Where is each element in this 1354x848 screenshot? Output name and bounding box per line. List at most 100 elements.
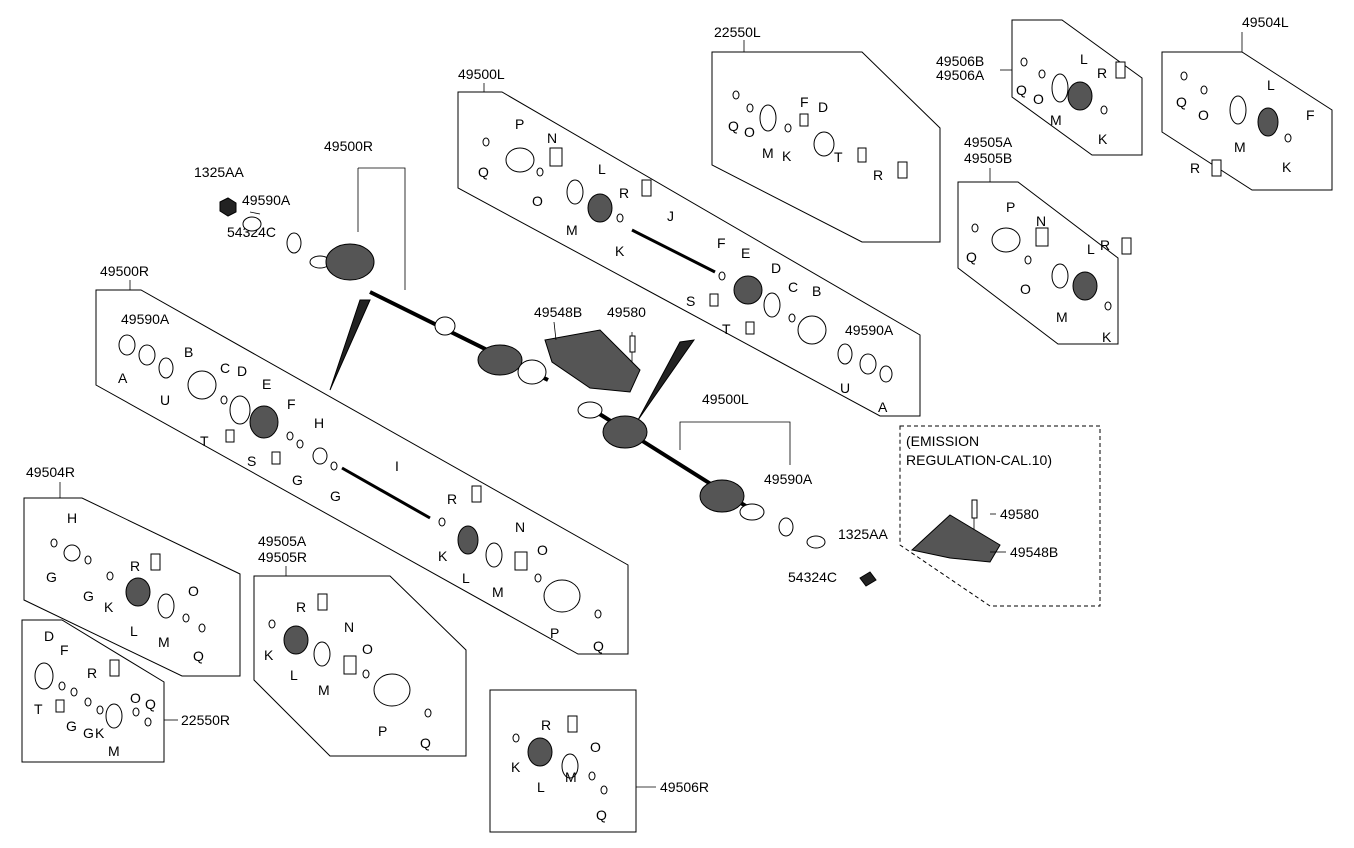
letter-label: C — [220, 360, 230, 376]
letter-label: L — [1080, 51, 1088, 67]
letter-label: R — [447, 491, 457, 507]
letter-label: T — [200, 433, 209, 449]
letter-label: J — [667, 208, 674, 224]
heat-shield-49548B-emission — [910, 514, 1001, 563]
letter-label: M — [318, 682, 330, 698]
letter-label: U — [160, 392, 170, 408]
letter-label: D — [44, 628, 54, 644]
callout-54324C-mid: 54324C — [788, 569, 837, 585]
letter-label: R — [873, 167, 883, 183]
letter-label: R — [619, 185, 629, 201]
box-emission-regulation — [899, 425, 1101, 607]
letter-label: L — [598, 161, 606, 177]
callout-49580-mid: 49580 — [607, 304, 646, 320]
callout-49580-emission: 49580 — [1000, 506, 1039, 522]
letter-label: R — [87, 665, 97, 681]
callout-49500R-box: 49500R — [100, 263, 149, 279]
letter-label: F — [1306, 107, 1315, 123]
callout-49505A-left: 49505A — [258, 533, 307, 549]
letter-label: R — [296, 599, 306, 615]
letter-label: D — [771, 260, 781, 276]
letter-label: E — [262, 376, 271, 392]
letter-label: T — [34, 701, 43, 717]
letter-label: F — [287, 396, 296, 412]
letter-label: T — [834, 149, 843, 165]
callout-49500L-top: 49500L — [458, 66, 505, 82]
callout-22550L: 22550L — [714, 24, 761, 40]
letter-label: R — [1190, 160, 1200, 176]
callout-1325AA-mid: 1325AA — [838, 526, 888, 542]
letter-label: M — [1050, 112, 1062, 128]
letter-label: Q — [478, 164, 489, 180]
letter-label: Q — [593, 638, 604, 654]
letter-label: O — [1020, 281, 1031, 297]
letter-label: Q — [596, 807, 607, 823]
letter-label: N — [515, 519, 525, 535]
callout-leaders — [59, 32, 1243, 788]
letter-label: K — [615, 243, 625, 259]
letter-label: M — [566, 222, 578, 238]
letter-label: H — [314, 415, 324, 431]
letter-label: K — [438, 548, 448, 564]
letter-label: P — [515, 116, 524, 132]
letter-label: R — [1100, 237, 1110, 253]
letter-label: M — [1234, 139, 1246, 155]
letter-label: G — [83, 588, 94, 604]
small-parts — [34, 57, 1292, 795]
letter-label: F — [60, 642, 69, 658]
letter-label: B — [812, 283, 821, 299]
callout-49548B-mid: 49548B — [534, 304, 582, 320]
letter-label: I — [395, 458, 399, 474]
callout-49500R-top: 49500R — [324, 138, 373, 154]
letter-label: D — [237, 363, 247, 379]
letter-label: T — [722, 321, 731, 337]
letter-label: K — [1102, 329, 1112, 345]
callout-54324C-top: 54324C — [227, 224, 276, 240]
letter-label: O — [362, 641, 373, 657]
letter-label: K — [1098, 131, 1108, 147]
letter-label: G — [83, 725, 94, 741]
callout-49505R: 49505R — [258, 549, 307, 565]
letter-label: P — [1006, 199, 1015, 215]
letter-label: N — [344, 619, 354, 635]
callout-49506B: 49506B — [936, 53, 984, 69]
letter-label: O — [590, 739, 601, 755]
letter-label: F — [717, 235, 726, 251]
callout-49548B-emission: 49548B — [1010, 544, 1058, 560]
letter-label: S — [247, 453, 256, 469]
letter-label: E — [741, 245, 750, 261]
callout-49505A-right: 49505A — [964, 134, 1013, 150]
letter-label: R — [541, 717, 551, 733]
box-22550L — [711, 51, 941, 243]
drive-shaft-49500R — [309, 167, 696, 421]
letter-label: Q — [420, 735, 431, 751]
callout-49505B-right: 49505B — [964, 150, 1012, 166]
letter-label: K — [782, 148, 792, 164]
box-49504R — [23, 497, 241, 677]
letter-label: M — [158, 634, 170, 650]
letter-label: M — [565, 769, 577, 785]
callout-49590A-top: 49590A — [242, 192, 291, 208]
callout-49506A: 49506A — [936, 67, 985, 83]
emission-note-line2: REGULATION-CAL.10) — [906, 452, 1052, 468]
letter-label: G — [330, 488, 341, 504]
part-letter-labels: Q O M L F K R Q O M L R K Q O M K F D T … — [34, 51, 1315, 823]
letter-label: O — [130, 690, 141, 706]
letter-label: K — [95, 725, 105, 741]
box-49500R — [95, 289, 629, 655]
drive-shaft-49500L — [577, 401, 877, 587]
letter-label: Q — [1176, 94, 1187, 110]
letter-label: P — [550, 625, 559, 641]
letter-label: M — [492, 584, 504, 600]
letter-label: O — [537, 542, 548, 558]
letter-label: Q — [145, 696, 156, 712]
callout-1325AA-top: 1325AA — [194, 164, 244, 180]
letter-label: F — [800, 94, 809, 110]
letter-label: O — [1198, 107, 1209, 123]
emission-note-line1: (EMISSION — [906, 433, 979, 449]
letter-label: L — [130, 623, 138, 639]
callout-49590A-mid: 49590A — [764, 471, 813, 487]
callout-49504L: 49504L — [1242, 14, 1289, 30]
letter-label: A — [878, 399, 888, 415]
